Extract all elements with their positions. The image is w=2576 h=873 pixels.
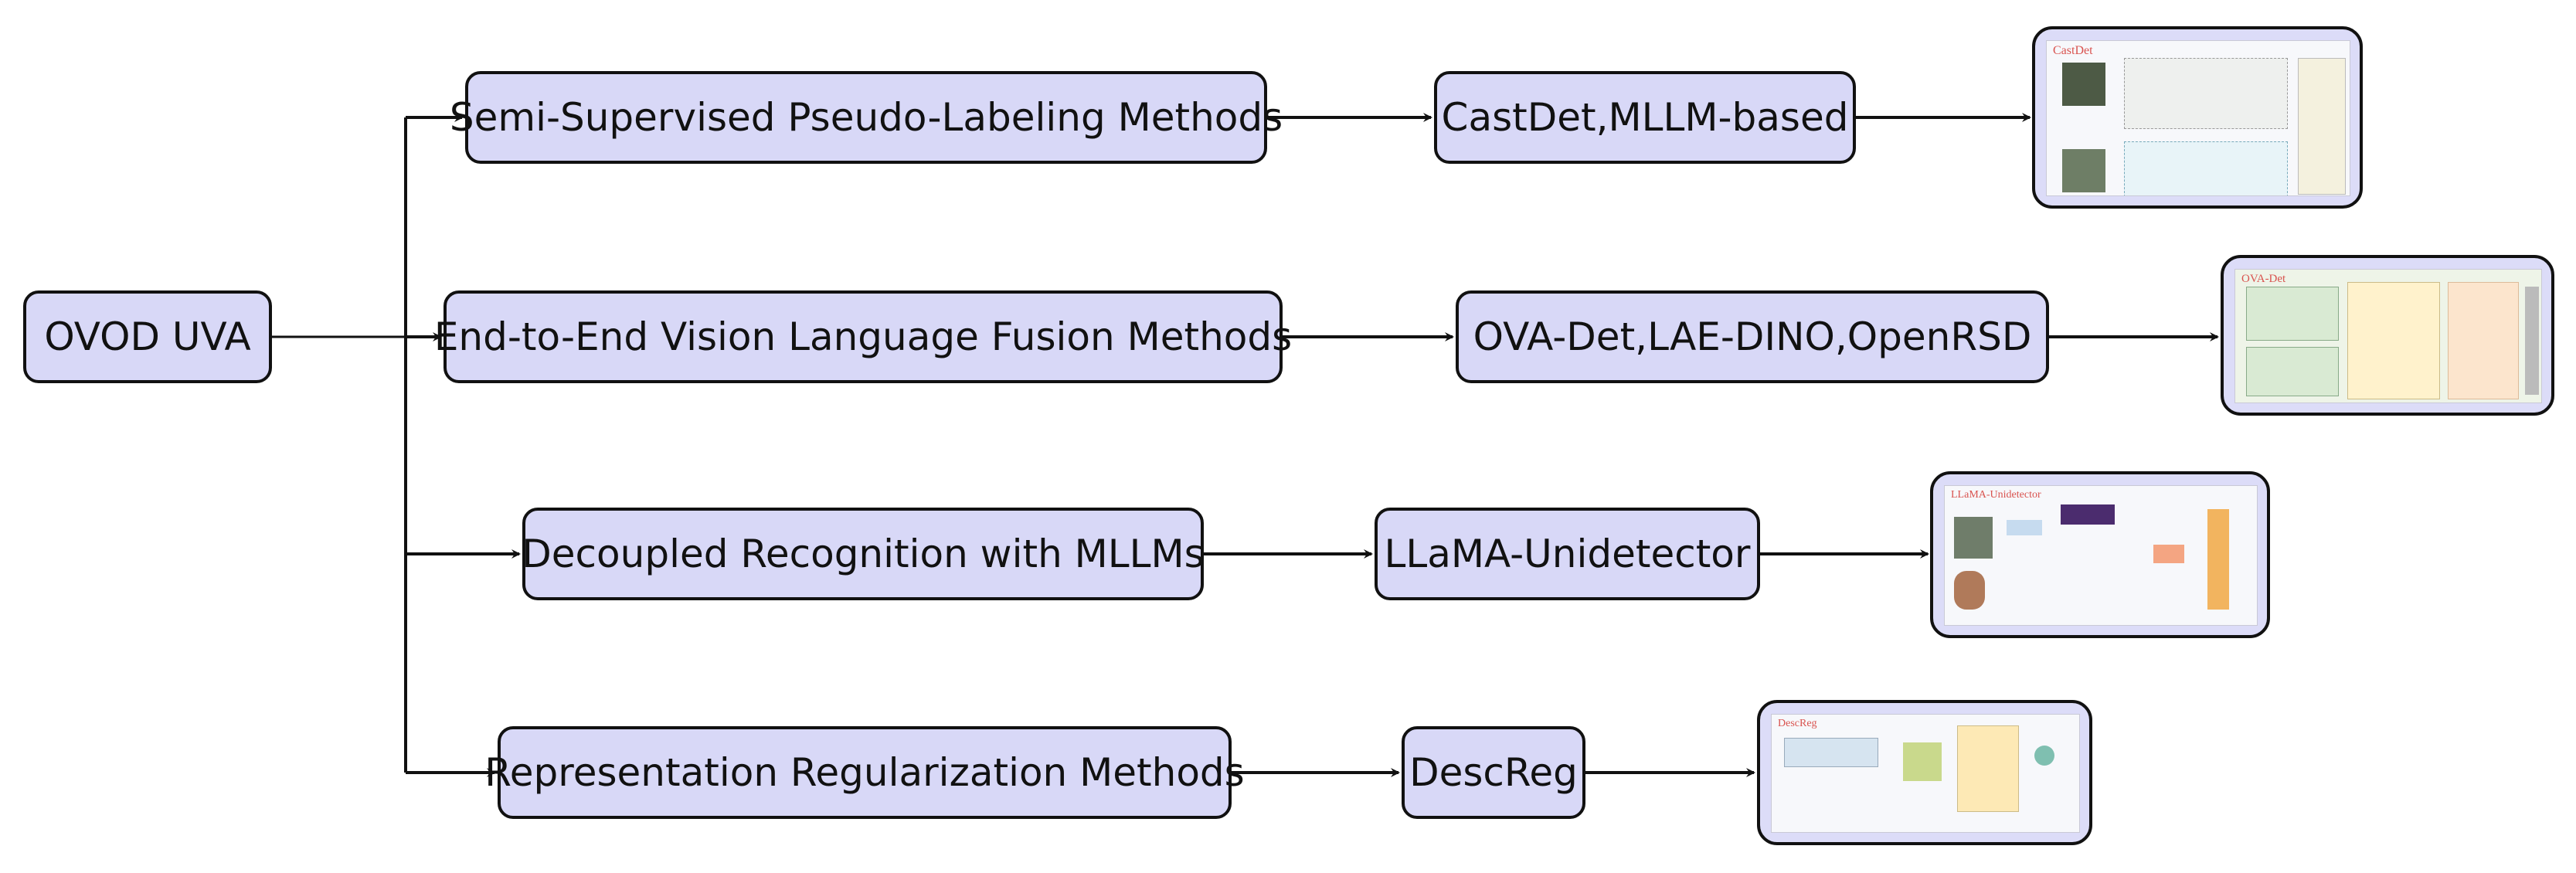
category-label-3: Decoupled Recognition with MLLMs	[522, 532, 1205, 576]
category-node-1: Semi-Supervised Pseudo-Labeling Methods	[450, 71, 1283, 164]
category-node-3: Decoupled Recognition with MLLMs	[522, 508, 1205, 600]
root-label: OVOD UVA	[44, 314, 251, 359]
figure-caption-2: OVA-Det	[2241, 273, 2286, 285]
figure-canvas-2: OVA-Det	[2234, 269, 2542, 403]
category-node-2: End-to-End Vision Language Fusion Method…	[434, 290, 1292, 383]
category-node-4: Representation Regularization Methods	[484, 726, 1245, 819]
similarity-matrix	[1903, 742, 1942, 781]
output-bars	[2207, 509, 2229, 610]
methods-label-3: LLaMA-Unidetector	[1384, 532, 1751, 576]
fusion-strategy-panel	[2448, 282, 2519, 399]
methods-node-2: OVA-Det,LAE-DINO,OpenRSD	[1456, 290, 2049, 383]
category-label-1: Semi-Supervised Pseudo-Labeling Methods	[449, 95, 1283, 140]
paper-figure-thumbnail-2: OVA-Det	[2221, 255, 2554, 416]
output-data-panel	[2246, 347, 2339, 396]
teacher-model-icon	[2034, 746, 2054, 766]
detector-panel	[2525, 287, 2539, 395]
category-label-2: End-to-End Vision Language Fusion Method…	[433, 314, 1293, 359]
aerial-image-1	[2062, 63, 2105, 106]
alignment-panel	[2347, 282, 2440, 399]
pipeline-backbone	[1784, 738, 1878, 767]
methods-label-2: OVA-Det,LAE-DINO,OpenRSD	[1473, 314, 2032, 359]
input-data-panel	[2246, 287, 2339, 341]
figure-caption-1: CastDet	[2053, 44, 2093, 57]
module-block-1	[2124, 58, 2288, 129]
figure-canvas-3: LLaMA-Unidetector	[1944, 485, 2258, 626]
methods-node-3: LLaMA-Unidetector	[1375, 508, 1760, 600]
methods-label-1: CastDet,MLLM-based	[1441, 95, 1849, 140]
aerial-image-2	[2062, 149, 2105, 192]
paper-figure-thumbnail-3: LLaMA-Unidetector	[1930, 471, 2270, 638]
llm-mascot	[1954, 571, 1985, 610]
encoder-block	[2007, 520, 2042, 535]
paper-figure-thumbnail-1: CastDet	[2032, 26, 2363, 209]
module-block-2	[2124, 141, 2288, 195]
figure-caption-3: LLaMA-Unidetector	[1951, 489, 2041, 501]
figure-canvas-1: CastDet	[2046, 40, 2350, 196]
satellite-image	[1954, 517, 1993, 559]
methods-node-1: CastDet,MLLM-based	[1434, 71, 1856, 164]
figure-caption-4: DescReg	[1778, 718, 1817, 729]
figure-canvas-4: DescReg	[1771, 714, 2080, 833]
methods-label-4: DescReg	[1409, 750, 1578, 795]
description-panel	[1957, 725, 2019, 812]
result-panel-1	[2298, 58, 2346, 195]
category-label-4: Representation Regularization Methods	[484, 750, 1245, 795]
root-node: OVOD UVA	[23, 290, 272, 383]
methods-node-4: DescReg	[1402, 726, 1585, 819]
fusion-block	[2153, 545, 2184, 563]
paper-figure-thumbnail-4: DescReg	[1757, 700, 2092, 845]
feature-maps	[2061, 504, 2115, 525]
